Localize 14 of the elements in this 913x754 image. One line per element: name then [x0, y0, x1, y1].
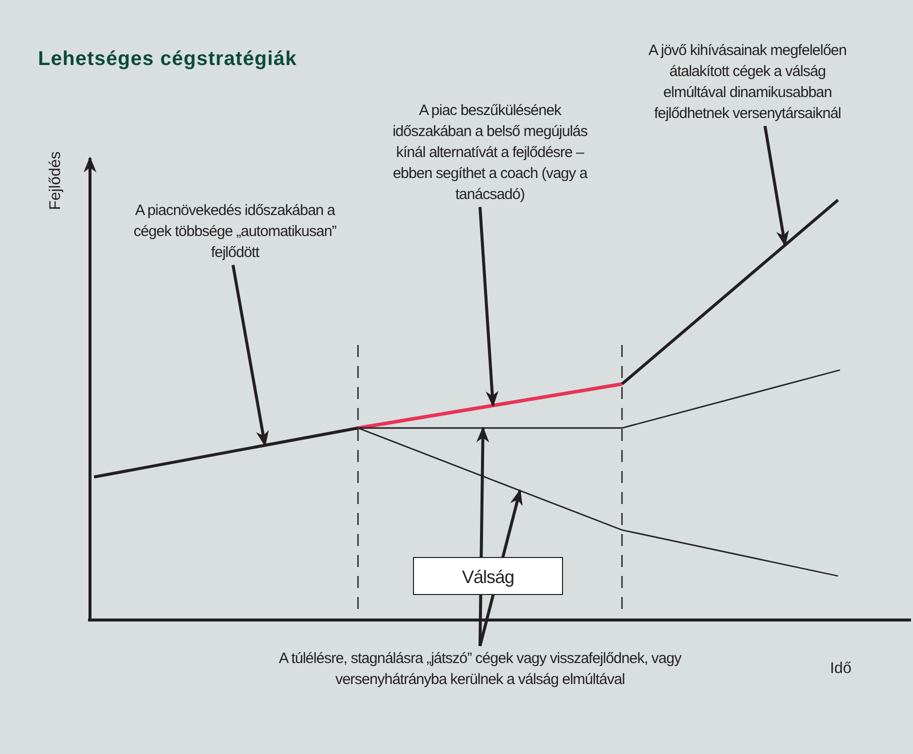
- leader-arrow: [232, 264, 269, 447]
- annotation-text: A jövő kihívásainak megfelelően átalakított cégek a válság elmúltával dinamikusabban fejlődhetnek versenytársaiknál: [640, 40, 855, 124]
- axis-title: Idő: [830, 660, 852, 678]
- leader-arrow: [478, 206, 498, 408]
- annotation-text: A piacnövekedés időszakában a cégek többsége „automatikusan” fejlődött: [130, 200, 340, 263]
- diagram-title: Lehetséges cégstratégiák: [38, 48, 297, 71]
- crisis-label-box: Válság: [413, 557, 563, 595]
- axis-title: Fejlődés: [47, 151, 65, 210]
- annotation-text: A túlélésre, stagnálásra „játszó” cégek vagy visszafejlődnek, vagy versenyhátrányba kerülnek a válság elmúltával: [240, 648, 720, 690]
- growth-line: [621, 198, 839, 386]
- leader-arrow: [764, 126, 789, 247]
- growth-line: [94, 426, 358, 478]
- annotation-text: A piac beszűkülésének időszakában a belső megújulás kínál alternatívát a fejlődésre – ebben segíthet a coach (vagy a tanácsadó): [380, 100, 600, 205]
- stagnation-line: [358, 369, 840, 429]
